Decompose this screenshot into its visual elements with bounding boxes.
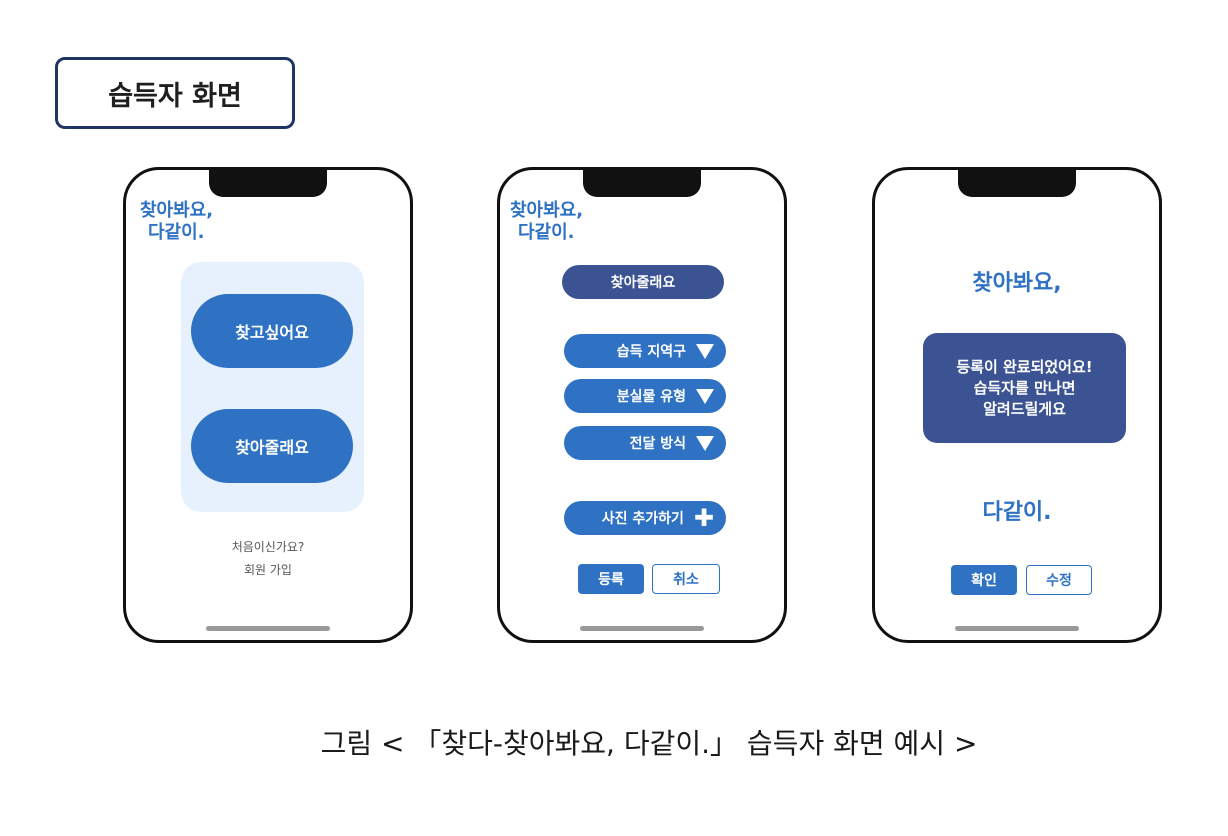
logo-line1: 찾아봐요, — [510, 200, 584, 221]
phone-notch — [209, 170, 327, 197]
find-button[interactable]: 찾고싶어요 — [191, 294, 353, 368]
confirm-button[interactable]: 확인 — [951, 565, 1017, 595]
delivery-method-dropdown[interactable]: 전달 방식 — [564, 426, 726, 460]
logo-line1: 찾아봐요, — [140, 200, 214, 221]
figure-caption: 그림 < 「찾다-찾아봐요, 다같이.」 습득자 화면 예시 > — [320, 727, 978, 760]
phone-screen-home: 찾아봐요, 다같이. 찾고싶어요 찾아줄래요 처음이신가요? 회원 가입 — [123, 167, 413, 643]
choice-panel: 찾고싶어요 찾아줄래요 — [181, 262, 364, 512]
register-button[interactable]: 등록 — [578, 564, 644, 594]
phone-notch — [958, 170, 1076, 197]
give-header: 찾아줄래요 — [562, 265, 724, 299]
add-photo-label: 사진 추가하기 — [601, 511, 684, 527]
triangle-down-icon — [696, 343, 714, 359]
item-type-dropdown[interactable]: 분실물 유형 — [564, 379, 726, 413]
region-dropdown[interactable]: 습득 지역구 — [564, 334, 726, 368]
home-indicator — [955, 626, 1079, 631]
give-button[interactable]: 찾아줄래요 — [191, 409, 353, 483]
signup-link[interactable]: 회원 가입 — [244, 563, 292, 577]
message-line2: 습득자를 만나면 — [973, 378, 1076, 397]
message-line1: 등록이 완료되었어요! — [956, 357, 1093, 376]
phone-notch — [583, 170, 701, 197]
plus-icon: ✚ — [693, 504, 714, 532]
region-dropdown-label: 습득 지역구 — [616, 344, 686, 360]
completion-message: 등록이 완료되었어요! 습득자를 만나면 알려드릴게요 — [923, 333, 1126, 443]
message-line3: 알려드릴게요 — [983, 399, 1066, 418]
phone-screen-register: 찾아봐요, 다같이. 찾아줄래요 습득 지역구 분실물 유형 전달 방식 사진 … — [497, 167, 787, 643]
edit-button[interactable]: 수정 — [1026, 565, 1092, 595]
complete-bottom-text: 다같이. — [982, 500, 1052, 525]
phone-screen-complete: 찾아봐요, 등록이 완료되었어요! 습득자를 만나면 알려드릴게요 다같이. 확… — [872, 167, 1162, 643]
complete-top-text: 찾아봐요, — [972, 271, 1062, 296]
home-indicator — [206, 626, 330, 631]
add-photo-button[interactable]: 사진 추가하기 ✚ — [564, 501, 726, 535]
home-indicator — [580, 626, 704, 631]
section-title-box: 습득자 화면 — [55, 57, 295, 129]
logo-line2: 다같이. — [148, 222, 205, 243]
delivery-method-dropdown-label: 전달 방식 — [629, 436, 686, 452]
cancel-button[interactable]: 취소 — [652, 564, 720, 594]
logo-line2: 다같이. — [518, 222, 575, 243]
first-time-text: 처음이신가요? — [231, 540, 305, 554]
app-logo: 찾아봐요, 다같이. — [510, 200, 583, 244]
triangle-down-icon — [696, 435, 714, 451]
app-logo: 찾아봐요, 다같이. — [140, 200, 213, 244]
triangle-down-icon — [696, 388, 714, 404]
item-type-dropdown-label: 분실물 유형 — [616, 389, 686, 405]
